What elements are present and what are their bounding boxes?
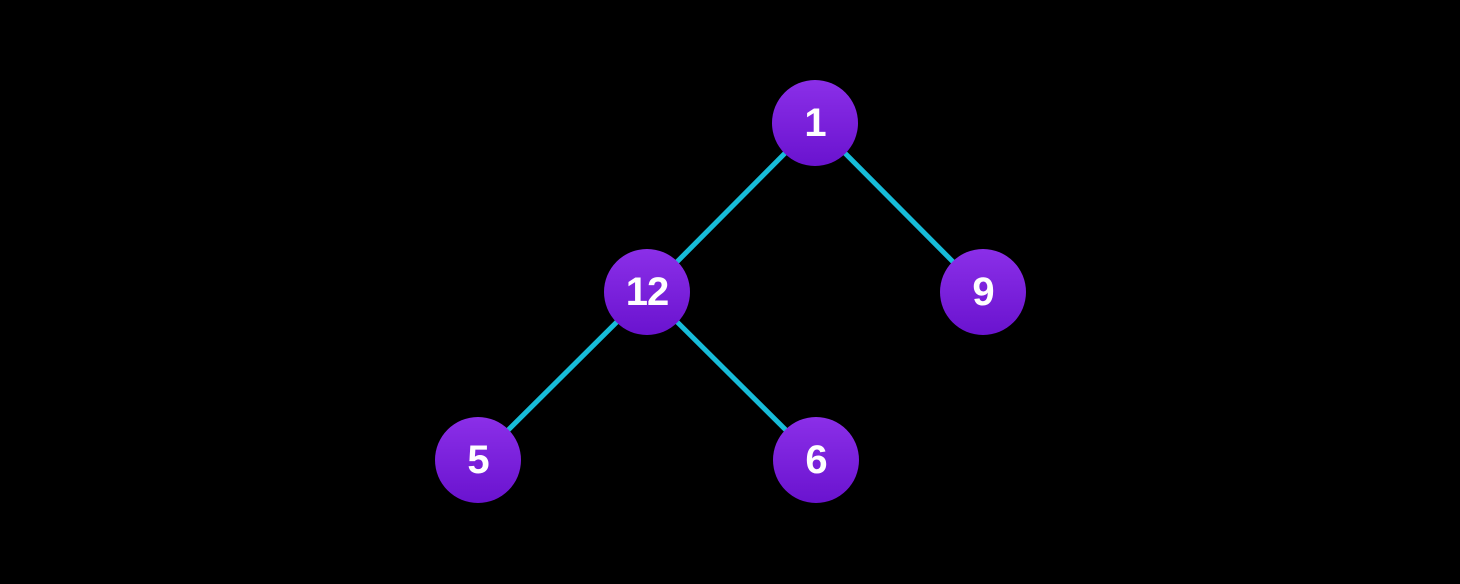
tree-node-left-right: 6 [773, 417, 859, 503]
tree-node-left-left: 5 [435, 417, 521, 503]
tree-node-value: 5 [467, 438, 489, 482]
tree-node-value: 6 [805, 438, 827, 482]
tree-node-right: 9 [940, 249, 1026, 335]
tree-node-value: 12 [625, 270, 669, 314]
tree-node-left: 12 [604, 249, 690, 335]
tree-node-value: 1 [804, 101, 826, 145]
tree-node-root: 1 [772, 80, 858, 166]
tree-node-value: 9 [972, 270, 994, 314]
